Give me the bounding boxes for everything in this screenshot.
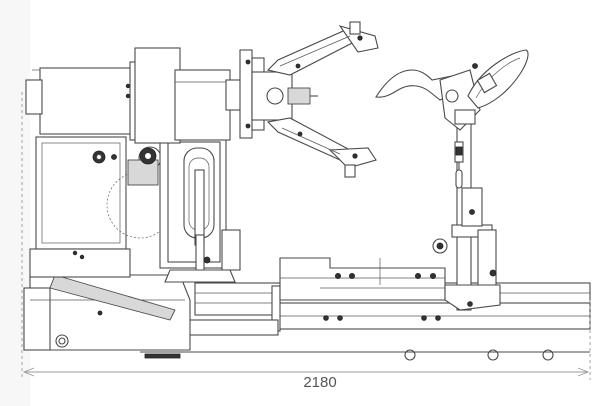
motor-housing (25, 61, 145, 141)
dimension-line[interactable] (21, 92, 591, 380)
left-base (23, 274, 191, 351)
tool-column (432, 119, 501, 311)
floor-wheels (140, 349, 590, 361)
main-column (159, 127, 241, 283)
sliding-carriage (279, 257, 446, 321)
drive-disc (106, 146, 174, 239)
control-box (29, 136, 131, 278)
background-panel (0, 0, 30, 406)
chuck-head (134, 47, 265, 144)
overall-length-label: 2180 (303, 374, 337, 391)
tool-handle (454, 141, 464, 189)
clamp-arms (251, 21, 379, 178)
bead-breaker-tool (375, 49, 529, 131)
gear-icon (139, 147, 157, 165)
